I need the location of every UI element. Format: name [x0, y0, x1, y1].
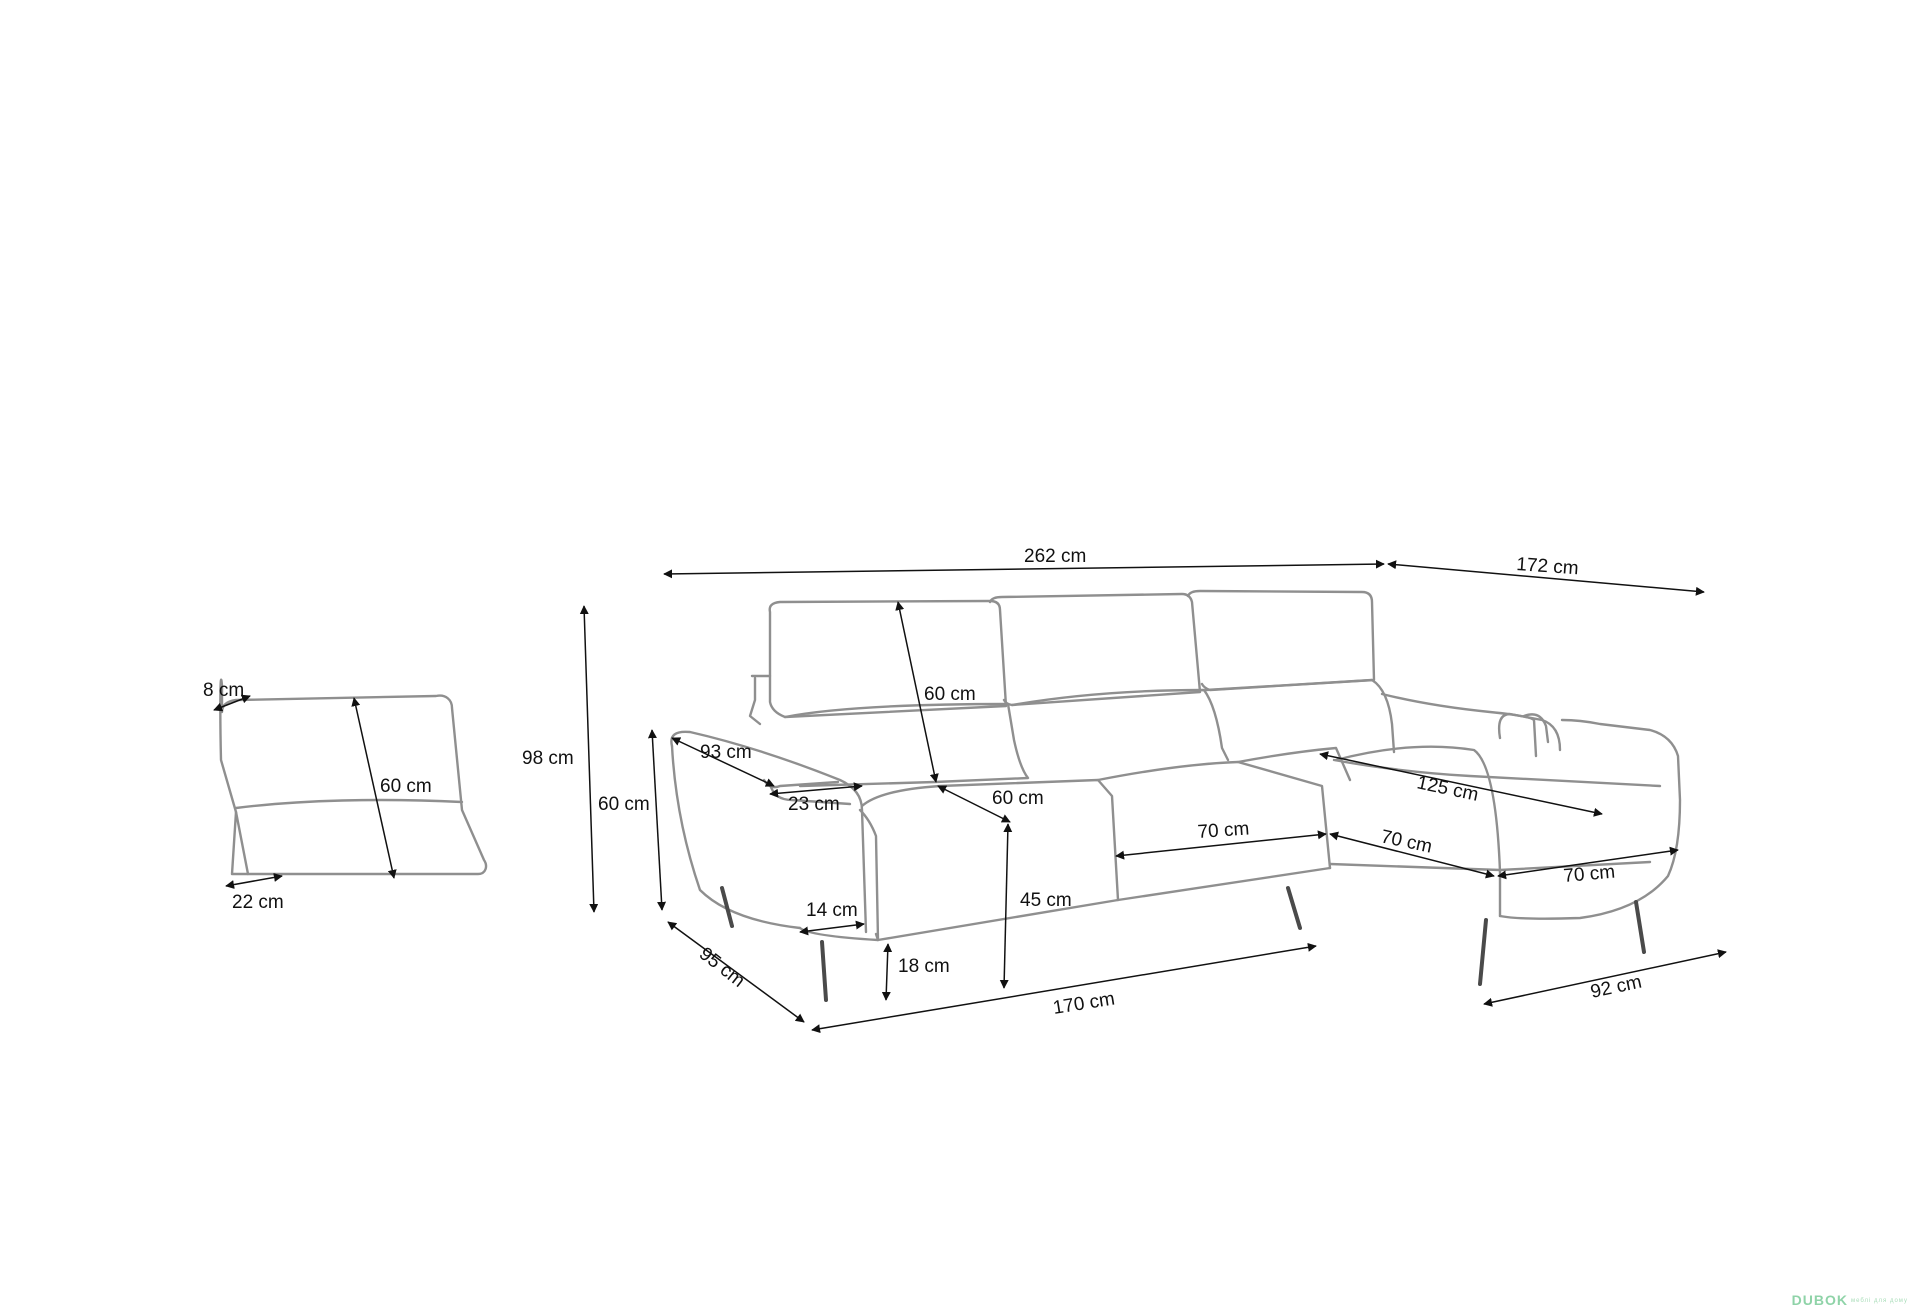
dim-line-arm-base-width	[799, 920, 865, 936]
dimension-labels: 8 cm 60 cm 22 cm 98 cm 60 cm 93 cm 23 cm…	[203, 546, 1644, 1019]
label-side-depth: 95 cm	[695, 943, 749, 991]
dim-line-chaise-length	[1387, 560, 1705, 596]
leg-center	[1286, 886, 1302, 930]
label-cushion-depth-bottom: 22 cm	[232, 892, 284, 913]
label-armrest-width: 23 cm	[788, 794, 840, 815]
label-chaise-seat-length: 125 cm	[1415, 772, 1480, 805]
leg-chaise-right	[1634, 900, 1646, 954]
dim-line-cushion-height	[351, 697, 397, 879]
label-cushion-height: 60 cm	[380, 776, 432, 797]
back-cushion-drawing	[219, 678, 488, 876]
label-middle-seat-width: 70 cm	[1197, 818, 1250, 843]
label-chaise-seat-width-b: 70 cm	[1563, 862, 1616, 887]
dim-line-total-width	[663, 559, 1385, 579]
label-total-height: 98 cm	[522, 748, 574, 769]
dim-line-chaise-seat-width-a	[1329, 831, 1495, 879]
dim-line-chaise-seat-width-b	[1497, 846, 1679, 880]
dim-line-base-length	[811, 942, 1317, 1034]
dim-line-side-depth	[667, 921, 805, 1023]
dim-line-armrest-width	[769, 782, 863, 798]
dim-line-total-height	[579, 605, 599, 913]
dim-line-seat-depth	[937, 785, 1011, 823]
dim-line-leg-height	[881, 943, 893, 1001]
dim-line-cushion-depth-bottom	[225, 872, 283, 890]
label-chaise-length: 172 cm	[1516, 554, 1580, 579]
dim-line-seat-height	[999, 823, 1013, 989]
dimension-lines	[213, 559, 1727, 1034]
dim-line-armrest-height	[647, 729, 667, 911]
label-armrest-height: 60 cm	[598, 794, 650, 815]
label-arm-base-width: 14 cm	[806, 900, 858, 921]
label-back-cushion-height: 60 cm	[924, 684, 976, 705]
dim-line-chaise-seat-length	[1319, 751, 1603, 817]
leg-front-middle	[820, 940, 828, 1002]
dim-line-middle-seat-width	[1115, 830, 1327, 860]
sofa-drawing	[670, 589, 1682, 942]
label-armrest-depth: 93 cm	[700, 742, 752, 763]
sofa-legs	[720, 886, 1646, 1002]
label-seat-height: 45 cm	[1020, 890, 1072, 911]
dim-line-cushion-depth-top	[213, 694, 251, 712]
label-cushion-depth-top: 8 cm	[203, 680, 244, 701]
leg-chaise-front	[1478, 918, 1488, 986]
watermark-tagline: меблі для дому	[1850, 1298, 1908, 1305]
dim-line-chaise-width	[1483, 949, 1727, 1007]
label-chaise-width: 92 cm	[1589, 972, 1644, 1003]
watermark-brand: DUBOK	[1791, 1292, 1848, 1308]
label-leg-height: 18 cm	[898, 956, 950, 977]
label-total-width: 262 cm	[1024, 546, 1086, 567]
label-seat-depth: 60 cm	[992, 788, 1044, 809]
dim-line-back-cushion-height	[895, 601, 939, 783]
label-base-length: 170 cm	[1051, 988, 1116, 1018]
dim-line-armrest-depth	[671, 737, 775, 787]
leg-front-left	[720, 886, 734, 928]
